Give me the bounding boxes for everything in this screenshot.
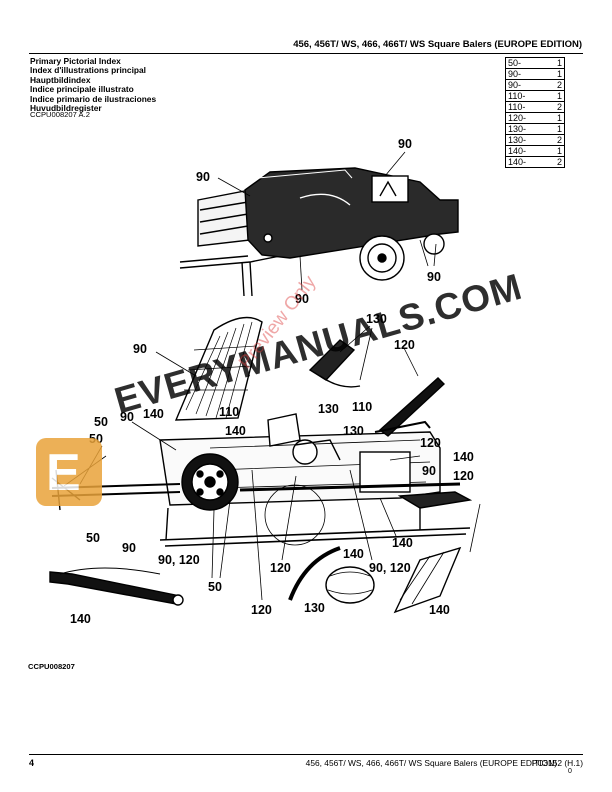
callout-label[interactable]: 130 xyxy=(318,402,339,416)
callout-label[interactable]: 120 xyxy=(453,469,474,483)
callout-label[interactable]: 90, 120 xyxy=(369,561,411,575)
callout-label[interactable]: 120 xyxy=(270,561,291,575)
footer-divider xyxy=(29,754,583,755)
callout-label[interactable]: 130 xyxy=(304,601,325,615)
exploded-baler-drawing xyxy=(49,316,473,614)
callout-label[interactable]: 120 xyxy=(251,603,272,617)
index-title-line: Indice principale illustrato xyxy=(30,84,134,95)
callout-label[interactable]: 50 xyxy=(94,415,108,429)
footer-mark: 0 xyxy=(568,768,572,775)
footer-page-number: 4 xyxy=(29,758,35,768)
callout-label[interactable]: 140 xyxy=(143,407,164,421)
callout-label[interactable]: 140 xyxy=(392,536,413,550)
callout-label[interactable]: 110 xyxy=(219,405,240,419)
page-ref[interactable]: 140- xyxy=(505,156,555,168)
callout-label[interactable]: 120 xyxy=(420,436,441,450)
callout-label[interactable]: 130 xyxy=(366,312,387,326)
assembled-baler-drawing xyxy=(179,167,459,297)
callout-label[interactable]: 130 xyxy=(343,424,364,438)
index-title-line: Hauptbildindex xyxy=(30,74,91,85)
header-divider xyxy=(29,53,583,54)
callout-label[interactable]: 50 xyxy=(208,580,222,594)
figure-code-top: CCPU008207 A.2 xyxy=(30,110,90,119)
callout-label[interactable]: 140 xyxy=(429,603,450,617)
callout-label[interactable]: 90 xyxy=(122,541,136,555)
index-title-line: Huvudbildregister xyxy=(30,103,102,114)
callout-label[interactable]: 90, 120 xyxy=(158,553,200,567)
table-row: 140-2 xyxy=(505,156,565,168)
footer-title: 456, 456T/ WS, 466, 466T/ WS Square Bale… xyxy=(305,758,557,768)
callout-label[interactable]: 120 xyxy=(394,338,415,352)
callout-label[interactable]: 140 xyxy=(225,424,246,438)
callout-label[interactable]: 110 xyxy=(352,400,373,414)
callout-label[interactable]: 90 xyxy=(422,464,436,478)
index-title-line: Indice primario de ilustraciones xyxy=(30,93,157,104)
watermark-logo-letter: E xyxy=(46,444,81,502)
index-title-line: Index d'illustrations principal xyxy=(30,65,147,76)
callout-label[interactable]: 140 xyxy=(343,547,364,561)
callout-label[interactable]: 90 xyxy=(295,292,309,306)
watermark-logo: E xyxy=(36,438,102,506)
table-row: 130-2 xyxy=(505,134,565,146)
figure-code-bottom: CCPU008207 xyxy=(28,662,75,671)
sheet-ref: 2 xyxy=(555,156,565,168)
callout-label[interactable]: 140 xyxy=(453,450,474,464)
table-row: 110-2 xyxy=(505,101,565,113)
footer-revision: PC3152 (H.1) xyxy=(531,758,583,768)
page-reference-table: 50-1 90-1 90-2 110-1 110-2 120-1 130-1 1… xyxy=(505,57,565,168)
callout-label[interactable]: 90 xyxy=(196,170,210,184)
callout-label[interactable]: 50 xyxy=(86,531,100,545)
header-title: 456, 456T/ WS, 466, 466T/ WS Square Bale… xyxy=(293,39,582,50)
callout-label[interactable]: 140 xyxy=(70,612,91,626)
callout-label[interactable]: 90 xyxy=(398,137,412,151)
index-title-block: Primary Pictorial Index Index d'illustra… xyxy=(30,56,157,114)
callout-label[interactable]: 90 xyxy=(133,342,147,356)
table-row: 90-1 xyxy=(505,68,565,80)
callout-label[interactable]: 90 xyxy=(120,410,134,424)
index-title-line: Primary Pictorial Index xyxy=(30,56,121,66)
callout-label[interactable]: 90 xyxy=(427,270,441,284)
